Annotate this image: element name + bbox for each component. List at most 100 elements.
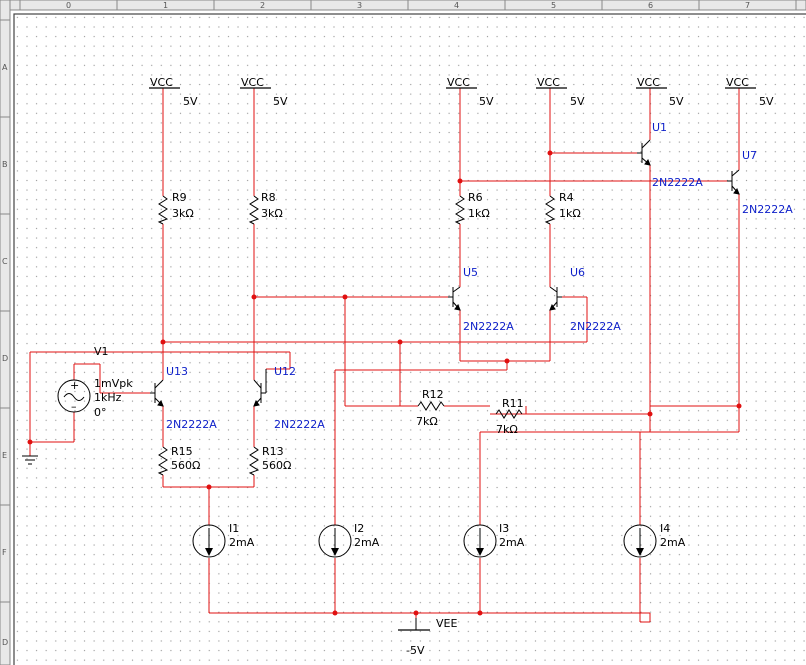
- resistor-R11[interactable]: R11 7kΩ: [495, 397, 524, 436]
- ruler-col-label: 3: [357, 1, 362, 10]
- transistor-name: U6: [570, 266, 585, 279]
- transistor-U7[interactable]: U7 2N2222A: [727, 149, 793, 216]
- vcc-name: VCC: [637, 76, 660, 89]
- resistor-name: R12: [422, 388, 444, 401]
- resistor-name: R6: [468, 191, 483, 204]
- resistor-name: R8: [261, 191, 276, 204]
- ruler-col-label: 1: [163, 1, 168, 10]
- resistor-R8[interactable]: R8 3kΩ: [248, 191, 283, 225]
- source-name: V1: [94, 345, 109, 358]
- resistor-value: 560Ω: [262, 459, 291, 472]
- resistor-value: 1kΩ: [468, 207, 490, 220]
- resistor-value: 7kΩ: [416, 415, 438, 428]
- transistor-U1[interactable]: U1 2N2222A: [637, 121, 703, 189]
- transistor-name: U13: [166, 365, 188, 378]
- ruler-row-label: A: [2, 63, 8, 72]
- ruler-row-label: E: [2, 451, 7, 460]
- vcc-supply[interactable]: VCC 5V: [240, 76, 288, 108]
- ground-symbol[interactable]: [22, 455, 38, 465]
- source-frequency: 1kHz: [94, 391, 122, 404]
- vcc-value: 5V: [183, 95, 198, 108]
- resistor-name: R9: [172, 191, 187, 204]
- ruler-col-label: 4: [454, 1, 459, 10]
- current-source-I1[interactable]: I1 2mA: [192, 522, 255, 558]
- transistor-U6[interactable]: U6 2N2222A: [549, 266, 621, 333]
- vee-supply[interactable]: VEE -5V: [398, 617, 457, 657]
- ruler-col-label: 5: [551, 1, 556, 10]
- vcc-name: VCC: [726, 76, 749, 89]
- resistor-R4[interactable]: R4 1kΩ: [544, 191, 581, 225]
- transistor-model: 2N2222A: [463, 320, 514, 333]
- source-value: 2mA: [499, 536, 525, 549]
- transistor-model: 2N2222A: [570, 320, 621, 333]
- vcc-value: 5V: [570, 95, 585, 108]
- vcc-value: 5V: [669, 95, 684, 108]
- vcc-value: 5V: [479, 95, 494, 108]
- ruler-row-label: D: [2, 638, 8, 647]
- transistor-name: U1: [652, 121, 667, 134]
- wires: [29, 88, 740, 623]
- vcc-supply[interactable]: VCC 5V: [636, 76, 684, 108]
- transistor-U13[interactable]: U13 2N2222A: [150, 365, 217, 431]
- transistor-model: 2N2222A: [652, 176, 703, 189]
- resistor-value: 3kΩ: [261, 207, 283, 220]
- transistor-U12[interactable]: U12 2N2222A: [253, 365, 325, 431]
- vcc-name: VCC: [241, 76, 264, 89]
- resistor-R9[interactable]: R9 3kΩ: [157, 191, 194, 225]
- ruler-row-label: F: [2, 548, 7, 557]
- ruler-col-label: 2: [260, 1, 265, 10]
- vcc-supply[interactable]: VCC 5V: [446, 76, 494, 108]
- source-amplitude: 1mVpk: [94, 377, 133, 390]
- ac-source-V1[interactable]: + – V1 1mVpk 1kHz 0°: [57, 345, 133, 419]
- resistor-value: 1kΩ: [559, 207, 581, 220]
- vcc-supply[interactable]: VCC 5V: [149, 76, 198, 108]
- transistor-U5[interactable]: U5 2N2222A: [448, 266, 514, 333]
- source-value: 2mA: [660, 536, 686, 549]
- resistor-name: R15: [171, 445, 193, 458]
- resistor-R12[interactable]: R12 7kΩ: [416, 388, 445, 428]
- current-source-I4[interactable]: I4 2mA: [623, 522, 686, 558]
- resistor-name: R4: [559, 191, 574, 204]
- source-value: 2mA: [354, 536, 380, 549]
- transistor-name: U5: [463, 266, 478, 279]
- source-value: 2mA: [229, 536, 255, 549]
- resistor-R13[interactable]: R13 560Ω: [248, 445, 291, 476]
- current-source-I2[interactable]: I2 2mA: [318, 522, 380, 558]
- transistor-name: U12: [274, 365, 296, 378]
- resistor-name: R13: [262, 445, 284, 458]
- minus-sign: –: [71, 400, 77, 413]
- source-name: I4: [660, 522, 670, 535]
- vcc-supply[interactable]: VCC 5V: [536, 76, 585, 108]
- source-name: I2: [354, 522, 364, 535]
- ruler-col-label: 0: [66, 1, 71, 10]
- vcc-value: 5V: [759, 95, 774, 108]
- current-source-I3[interactable]: I3 2mA: [463, 522, 525, 558]
- ruler-row-label: C: [2, 257, 8, 266]
- ruler-row-label: B: [2, 160, 8, 169]
- ruler-col-label: 7: [745, 1, 750, 10]
- vee-value: -5V: [406, 644, 425, 657]
- resistor-R6[interactable]: R6 1kΩ: [454, 191, 490, 225]
- resistor-name: R11: [502, 397, 524, 410]
- transistor-model: 2N2222A: [166, 418, 217, 431]
- source-name: I1: [229, 522, 239, 535]
- plus-sign: +: [70, 379, 79, 392]
- source-phase: 0°: [94, 406, 107, 419]
- junctions: [27, 150, 742, 616]
- transistor-model: 2N2222A: [274, 418, 325, 431]
- ruler-row-label: D: [2, 354, 8, 363]
- transistor-name: U7: [742, 149, 757, 162]
- ruler-col-label: 6: [648, 1, 653, 10]
- transistor-model: 2N2222A: [742, 203, 793, 216]
- resistor-value: 560Ω: [171, 459, 200, 472]
- vcc-supply[interactable]: VCC 5V: [725, 76, 774, 108]
- resistor-value: 3kΩ: [172, 207, 194, 220]
- source-name: I3: [499, 522, 509, 535]
- vee-name: VEE: [436, 617, 457, 630]
- resistor-R15[interactable]: R15 560Ω: [157, 445, 200, 476]
- vcc-name: VCC: [150, 76, 173, 89]
- vcc-name: VCC: [537, 76, 560, 89]
